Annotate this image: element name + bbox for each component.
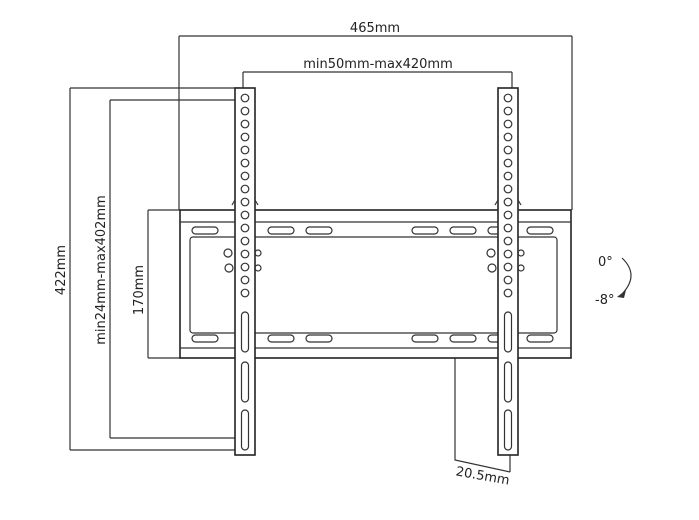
bracket-hole [240, 119, 250, 129]
plate-slot [305, 334, 333, 343]
bracket-slot [240, 361, 250, 403]
bracket-screw [254, 249, 262, 257]
bracket-hole [240, 236, 250, 246]
wall-distance-label: 20.5mm [455, 464, 511, 488]
bracket-hole [240, 288, 250, 298]
vesa-horizontal-label: min50mm-max420mm [303, 57, 453, 72]
bracket-hole [503, 210, 513, 220]
overall-height-label: 422mm [54, 245, 69, 295]
plate-slot [449, 334, 477, 343]
bracket-hole [503, 197, 513, 207]
plate-slot [191, 226, 219, 235]
bracket-hole [240, 132, 250, 142]
bracket-screw [517, 249, 525, 257]
bracket-hole [503, 93, 513, 103]
bracket-hole [240, 184, 250, 194]
bracket-hole [503, 171, 513, 181]
bracket [486, 87, 525, 456]
bracket-hole [240, 249, 250, 259]
tilt-arrow-icon [617, 257, 632, 298]
bracket-hole [240, 210, 250, 220]
bracket-hole [503, 275, 513, 285]
bracket-screw [517, 264, 525, 272]
plate-slot [411, 334, 439, 343]
bracket-body [497, 87, 519, 456]
bracket-hole [240, 158, 250, 168]
overall-width-label: 465mm [350, 21, 400, 36]
plate-slot [305, 226, 333, 235]
plate-slot [191, 334, 219, 343]
vesa-vertical-label: min24mm-max402mm [94, 195, 109, 345]
plate-slot [526, 334, 554, 343]
bracket-slot [503, 311, 513, 353]
bracket-slot [503, 409, 513, 451]
tilt-lower-label: -8° [595, 293, 614, 308]
bracket-hole [240, 106, 250, 116]
bracket-hole [240, 275, 250, 285]
plate-slot [449, 226, 477, 235]
plate-slot [267, 226, 295, 235]
plate-height-label: 170mm [132, 265, 147, 315]
bracket-hole [240, 171, 250, 181]
bracket-slot [240, 409, 250, 451]
bracket-hole [503, 249, 513, 259]
bracket-hole [503, 288, 513, 298]
plate-slot [411, 226, 439, 235]
bracket-hole [503, 106, 513, 116]
bracket [223, 87, 262, 456]
bracket-hole [503, 132, 513, 142]
bracket-hole [503, 158, 513, 168]
bracket-screw [223, 248, 233, 258]
bracket-body [234, 87, 256, 456]
bracket-screw [224, 263, 234, 273]
bracket-hole [503, 184, 513, 194]
bracket-hole [240, 93, 250, 103]
bracket-hole [503, 145, 513, 155]
bracket-slot [240, 311, 250, 353]
bracket-hole [503, 236, 513, 246]
bracket-hole [240, 197, 250, 207]
bracket-hole [503, 223, 513, 233]
bracket-slot [503, 361, 513, 403]
plate-slot [267, 334, 295, 343]
bracket-hole [503, 119, 513, 129]
bracket-screw [487, 263, 497, 273]
tilt-upper-label: 0° [598, 255, 613, 270]
dimension-lines [69, 35, 573, 473]
bracket-screw [486, 248, 496, 258]
bracket-hole [240, 262, 250, 272]
bracket-hole [240, 145, 250, 155]
bracket-hole [503, 262, 513, 272]
bracket-screw [254, 264, 262, 272]
bracket-hole [240, 223, 250, 233]
vertical-brackets [223, 87, 525, 456]
plate-slot [526, 226, 554, 235]
